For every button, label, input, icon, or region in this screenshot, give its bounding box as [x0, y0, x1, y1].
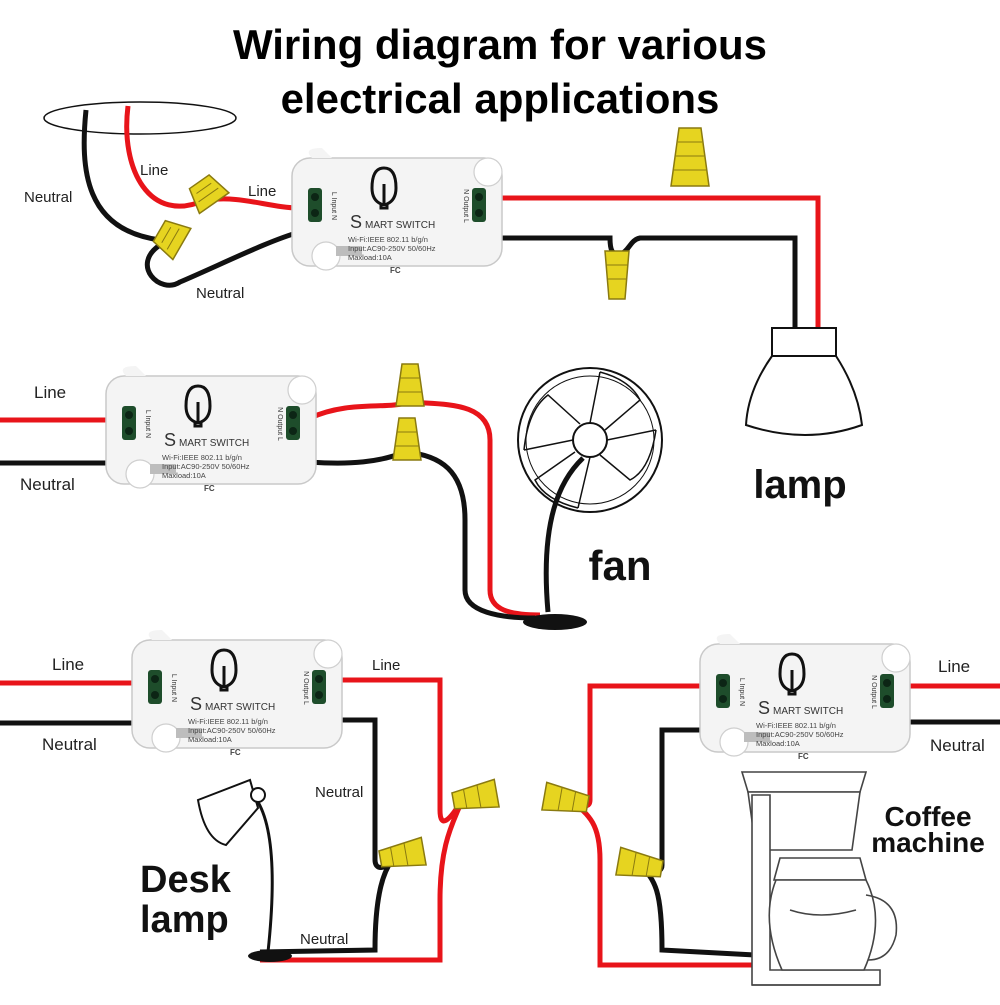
desk-lamp-circuit: Desk lamp Line Neutral Line Neutral Neut… — [0, 655, 500, 963]
line-label: Line — [52, 655, 84, 674]
switch-output-label: N Output L — [302, 671, 309, 705]
wire-line-to-switch — [207, 196, 301, 211]
wire-neutral-in — [81, 109, 161, 243]
switch-brand-s: S — [164, 430, 176, 450]
coffee-machine-circuit: Coffee machine Line Neutral — [541, 657, 1000, 986]
coffee-machine-label: machine — [871, 827, 985, 858]
fc-mark: FC — [204, 484, 215, 493]
neutral-label: Neutral — [196, 285, 244, 302]
wire-nut-icon — [451, 778, 500, 810]
fc-mark: FC — [798, 752, 809, 761]
line-label: Line — [372, 657, 400, 674]
neutral-label: Neutral — [315, 784, 363, 801]
line-label: Line — [34, 383, 66, 402]
fan-circuit: fan Line Neutral — [0, 363, 663, 630]
smart-switch: L Input N N Output L S MART SWITCH Wi-Fi… — [130, 628, 344, 757]
switch-input-label: L Input N — [170, 674, 177, 702]
fan-icon — [517, 367, 663, 630]
switch-spec: Wi-Fi:IEEE 802.11 b/g/n — [348, 235, 428, 244]
wire-neutral-to-switch — [144, 229, 301, 288]
switch-brand: MART SWITCH — [365, 220, 435, 231]
switch-spec: Maxload:10A — [188, 735, 232, 744]
line-label: Line — [140, 162, 168, 179]
wire-nut-icon — [541, 781, 590, 813]
switch-spec: Input:AC90-250V 50/60Hz — [756, 730, 844, 739]
switch-spec: Wi-Fi:IEEE 802.11 b/g/n — [162, 453, 242, 462]
wire-nut-icon — [615, 846, 664, 878]
neutral-label: Neutral — [42, 735, 97, 754]
wire-neutral-to-desk-lamp — [259, 717, 395, 955]
wire-nut-icon — [152, 219, 192, 261]
switch-spec: Input:AC90-250V 50/60Hz — [348, 244, 436, 253]
wire-line-to-lamp — [500, 195, 821, 330]
desk-lamp-label: lamp — [140, 899, 229, 941]
fc-mark: FC — [390, 266, 401, 275]
wire-nut-icon — [188, 173, 231, 215]
lamp-label: lamp — [753, 463, 846, 507]
line-label: Line — [248, 183, 276, 200]
switch-output-label: N Output L — [462, 189, 469, 223]
neutral-label: Neutral — [20, 475, 75, 494]
wire-nut-icon — [670, 127, 710, 187]
switch-spec: Maxload:10A — [348, 253, 392, 262]
switch-brand-s: S — [758, 698, 770, 718]
page-title: Wiring diagram for various — [232, 21, 768, 68]
switch-spec: Input:AC90-250V 50/60Hz — [162, 462, 250, 471]
neutral-label: Neutral — [930, 736, 985, 755]
coffee-machine-icon — [740, 771, 898, 986]
smart-switch: L Input N N Output L S MART SWITCH Wi-Fi… — [698, 632, 912, 761]
switch-spec: Input:AC90-250V 50/60Hz — [188, 726, 276, 735]
switch-brand: MART SWITCH — [773, 706, 843, 717]
wire-nut-icon — [395, 363, 425, 407]
wire-line-in — [124, 105, 207, 209]
fan-label: fan — [589, 542, 652, 589]
wire-nut-icon — [392, 417, 422, 461]
switch-spec: Wi-Fi:IEEE 802.11 b/g/n — [756, 721, 836, 730]
wire-nut-icon — [378, 836, 427, 868]
coffee-machine-label: Coffee — [884, 801, 971, 832]
smart-switch: L Input N N Output L S MART SWITCH Wi-Fi… — [290, 146, 504, 275]
wire-neutral-to-fan — [309, 449, 536, 621]
ceiling-box — [43, 101, 237, 135]
smart-switch: L Input N N Output L S MART SWITCH Wi-Fi… — [104, 364, 318, 493]
neutral-label: Neutral — [300, 931, 348, 948]
switch-input-label: L Input N — [738, 678, 745, 706]
desk-lamp-icon — [196, 778, 292, 962]
wire-line-to-fan — [308, 399, 541, 618]
switch-brand-s: S — [190, 694, 202, 714]
switch-brand: MART SWITCH — [179, 438, 249, 449]
wire-nut-icon — [604, 250, 630, 300]
lamp-bulb-icon — [744, 327, 864, 436]
page-subtitle: electrical applications — [280, 75, 720, 122]
neutral-label: Neutral — [24, 189, 72, 206]
wire-neutral-to-coffee — [638, 727, 756, 958]
lamp-circuit: lamp Line Line Neutral Neutral — [24, 101, 864, 507]
fc-mark: FC — [230, 748, 241, 757]
line-label: Line — [938, 657, 970, 676]
switch-input-label: L Input N — [144, 410, 151, 438]
switch-brand: MART SWITCH — [205, 702, 275, 713]
switch-spec: Maxload:10A — [756, 739, 800, 748]
switch-output-label: N Output L — [276, 407, 283, 441]
switch-spec: Maxload:10A — [162, 471, 206, 480]
switch-output-label: N Output L — [870, 675, 877, 709]
switch-brand-s: S — [350, 212, 362, 232]
switch-input-label: L Input N — [330, 192, 337, 220]
switch-spec: Wi-Fi:IEEE 802.11 b/g/n — [188, 717, 268, 726]
desk-lamp-label: Desk — [140, 859, 232, 901]
wire-neutral-to-lamp — [500, 235, 798, 330]
